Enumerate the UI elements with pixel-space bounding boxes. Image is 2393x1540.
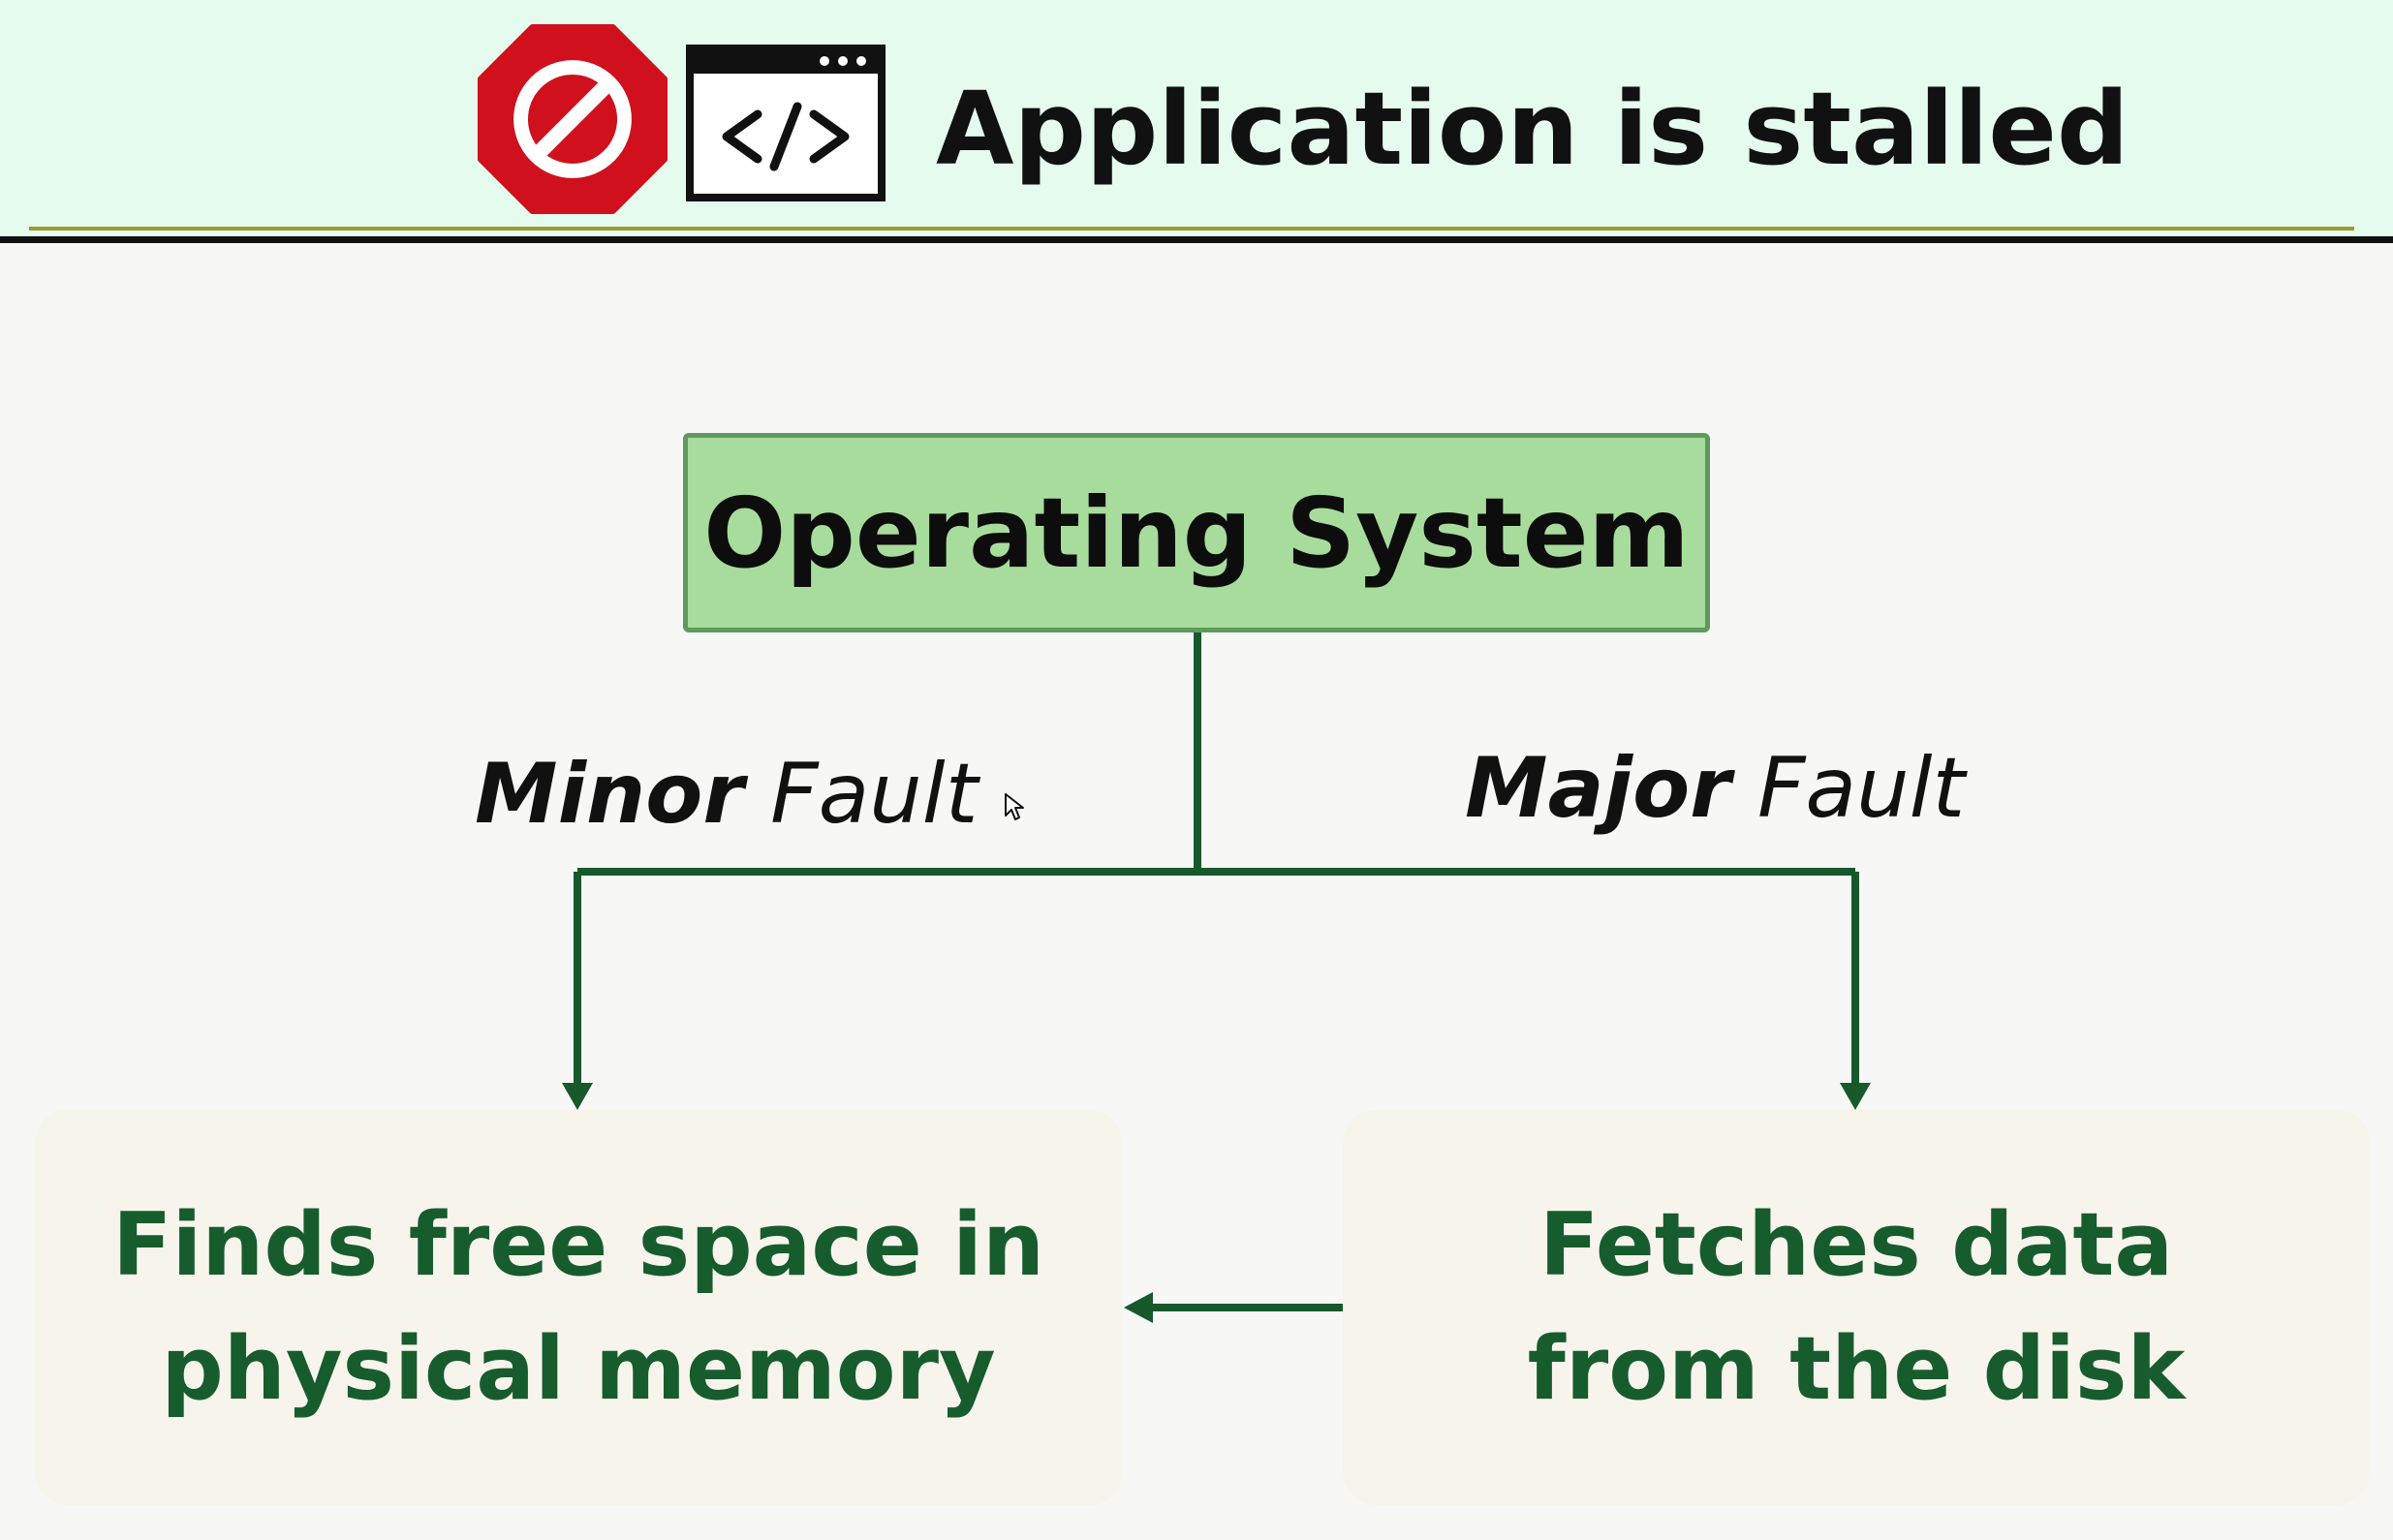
minor-fault-label: Minor Fault xyxy=(475,746,978,843)
header-underline xyxy=(29,227,2354,231)
operating-system-label: Operating System xyxy=(703,476,1690,590)
major-result-line-2: from the disk xyxy=(1527,1318,2186,1420)
minor-result-line-1: Finds free space in xyxy=(111,1194,1045,1296)
major-result-line-1: Fetches data xyxy=(1538,1194,2174,1296)
major-fault-rest: Fault xyxy=(1756,740,1966,837)
mouse-pointer-icon xyxy=(1005,793,1024,820)
minor-fault-result-text: Finds free space in physical memory xyxy=(112,1184,1044,1432)
minor-fault-result-node: Finds free space in physical memory xyxy=(35,1110,1122,1505)
minor-result-line-2: physical memory xyxy=(161,1318,996,1420)
code-window-icon xyxy=(686,45,886,201)
minor-fault-strong: Minor xyxy=(475,746,744,843)
memory-arrowhead xyxy=(1124,1292,1153,1323)
header-divider xyxy=(0,236,2393,243)
minor-arrowhead xyxy=(562,1083,593,1110)
major-fault-result-node: Fetches data from the disk xyxy=(1343,1110,2370,1505)
stop-sign-icon xyxy=(477,23,668,215)
major-fault-label: Major Fault xyxy=(1465,740,1965,837)
major-arrowhead xyxy=(1840,1083,1871,1110)
minor-fault-rest: Fault xyxy=(770,746,979,843)
major-fault-result-text: Fetches data from the disk xyxy=(1528,1184,2186,1432)
major-fault-strong: Major xyxy=(1465,740,1731,837)
slide-title: Application is stalled xyxy=(936,70,2129,188)
operating-system-node: Operating System xyxy=(683,433,1710,632)
header-banner: Application is stalled xyxy=(0,0,2393,238)
